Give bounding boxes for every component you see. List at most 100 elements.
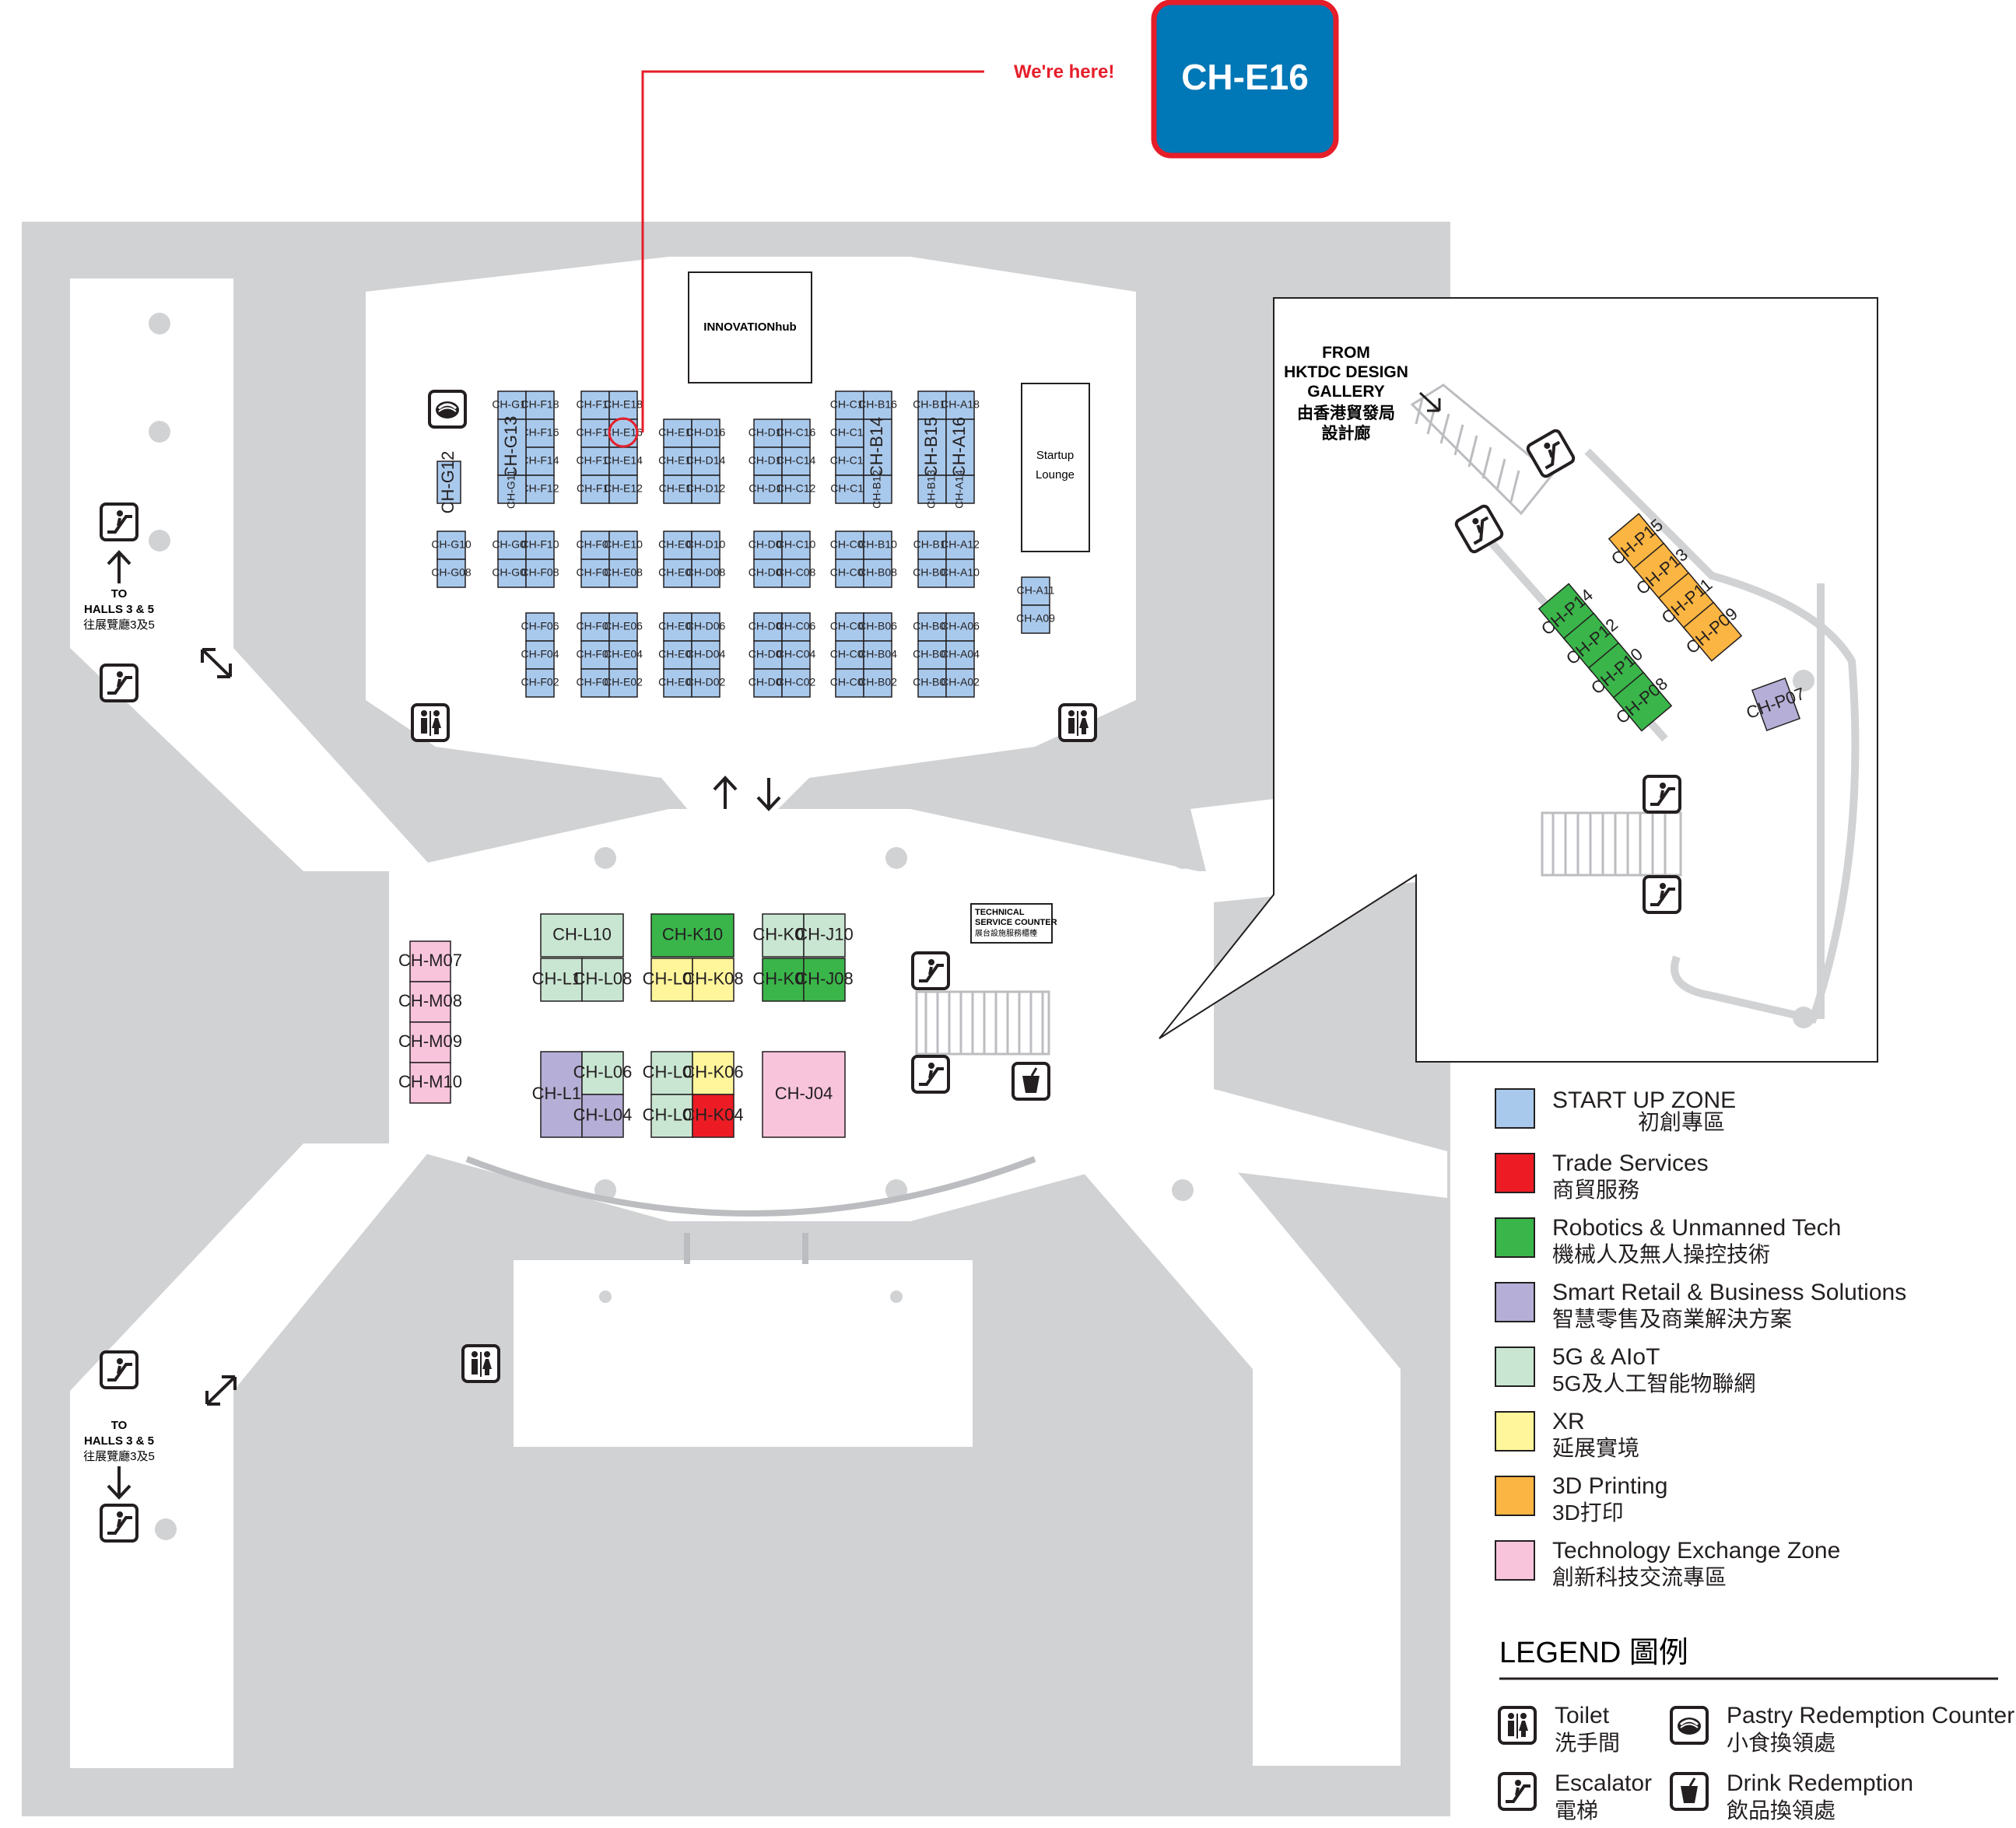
booth-id-label: CH-D05 [749,620,788,632]
booth-ch-b02: CH-B02 [858,668,897,698]
booth-shape [608,668,638,698]
booth-ch-c14: CH-C14 [777,446,816,476]
booth-id-label: CH-A06 [941,620,980,632]
booth-ch-d12: CH-D12 [686,475,725,504]
booth-shape [1021,576,1050,606]
booth-ch-l06: CH-L06 [573,1051,633,1095]
booth-id-label: CH-B16 [858,398,897,411]
escalator-icon [1498,1772,1537,1811]
booth-shape [608,640,638,670]
booth-id-label: CH-B05 [913,620,952,632]
legend-facility-escalator-en: Escalator [1555,1770,1652,1796]
booth-shape [753,640,783,670]
booth-ch-b10: CH-B10 [858,531,897,560]
inset-callout: FROM HKTDC DESIGN GALLERY 由香港貿發局 設計廊 [1159,297,1878,1063]
from-gallery-line-3: GALLERY [1307,383,1385,401]
legend-zone-en: START UP ZONE [1552,1087,1736,1113]
legend-facility-pastry-zh: 小食換領處 [1727,1731,1835,1755]
booth-id-label: CH-D04 [686,648,726,660]
legend-swatch-robotics [1495,1217,1535,1258]
booth-id-label: CH-C14 [777,454,816,467]
booth-id-label: CH-C17 [830,398,870,411]
booth-id-label: CH-C11 [830,482,869,495]
booth-id-label: CH-L08 [573,968,633,988]
booth-ch-c10: CH-C10 [777,531,815,560]
startup-lounge [1021,383,1090,552]
booth-shape [608,559,638,588]
legend-facility-escalator-zh: 電梯 [1555,1798,1598,1823]
booth-id-label: CH-C06 [777,620,816,632]
booth-shape [540,1051,583,1138]
booth-id-label: CH-F15 [576,426,614,439]
booth-shape [945,640,975,670]
technical-counter-line-3: 展台設施服務櫃檯 [975,928,1037,938]
booth-shape [608,612,638,642]
booth-id-label: CH-D07 [749,566,788,579]
booth-id-label: CH-F02 [521,676,559,688]
booth-id-label: CH-F12 [521,482,559,495]
legend-facility-drink-en: Drink Redemption [1727,1770,1913,1796]
booth-id-label: CH-E09 [658,538,697,551]
booth-id-label: CH-D06 [686,620,726,632]
booth-id-label: CH-E10 [604,538,643,551]
legend-swatch-printing [1495,1476,1535,1516]
booth-ch-f14: CH-F14 [521,446,559,476]
booth-id-label: CH-C07 [830,566,870,579]
booth-id-label: CH-C03 [830,648,870,660]
booth-ch-a09: CH-A09 [1016,604,1055,634]
booth-id-label: CH-J04 [775,1084,833,1103]
booth-shape [608,390,638,420]
booth-shape [835,475,864,504]
booth-shape [540,913,624,958]
booth-id-label: CH-B13 [925,470,938,509]
booth-id-label: CH-C13 [830,454,870,467]
booth-ch-e01: CH-E01 [658,668,697,698]
legend-zone-zh: 商貿服務 [1552,1178,1639,1202]
booth-ch-k06: CH-K06 [682,1051,744,1095]
booth-ch-j08: CH-J08 [795,958,854,1002]
booth-id-label: CH-F11 [577,482,614,495]
escalator-icon [911,1055,950,1094]
booth-id-label: CH-B09 [913,566,952,579]
booth-ch-a12: CH-A12 [941,531,980,560]
booth-id-label: CH-E11 [659,482,697,495]
booth-id-label: CH-G11 [505,470,517,510]
booth-shape [917,390,947,420]
booth-id-label: CH-C01 [830,676,870,688]
booth-shape [650,958,693,1002]
booth-id-label: CH-F18 [521,398,559,411]
booth-ch-a16: CH-A16 [945,417,975,478]
booth-shape [762,913,805,958]
diagonal-arrow-top [201,648,232,678]
booth-shape [608,446,638,476]
booth-shape [580,446,610,476]
booth-ch-g08: CH-G08 [431,559,472,588]
booth-ch-c06: CH-C06 [777,612,816,642]
booth-id-label: CH-E01 [658,676,697,688]
booth-ch-g15: CH-G15 [492,390,532,420]
booth-id-label: CH-L06 [573,1062,633,1081]
legend-title: LEGEND 圖例 [1499,1637,1688,1669]
booth-id-label: CH-E15 [658,426,697,439]
booth-id-label: CH-D02 [686,676,726,688]
legend-zone-zh: 智慧零售及商業解決方案 [1552,1307,1792,1331]
booth-id-label: CH-A10 [941,566,980,579]
booth-shape [497,559,527,588]
legend-swatch-trade [1495,1153,1535,1193]
booth-ch-c05: CH-C05 [830,612,869,642]
booth-ch-f11: CH-F11 [577,475,614,504]
booth-shape [945,668,975,698]
escalator-stairs-center [915,990,1050,1056]
booth-ch-p08: CH-P08 [1612,671,1673,732]
booth-id-label: CH-G09 [492,538,532,551]
booth-ch-f02: CH-F02 [521,668,559,698]
booth-ch-g09: CH-G09 [492,531,532,560]
booth-shape [1751,678,1801,731]
booth-ch-c12: CH-C12 [777,475,815,504]
booth-ch-f06: CH-F06 [521,612,559,642]
booth-shape [691,475,721,504]
booth-shape [409,1062,451,1104]
booth-ch-a04: CH-A04 [941,640,980,670]
booth-ch-c07: CH-C07 [830,559,870,588]
booth-shape [692,1051,735,1095]
